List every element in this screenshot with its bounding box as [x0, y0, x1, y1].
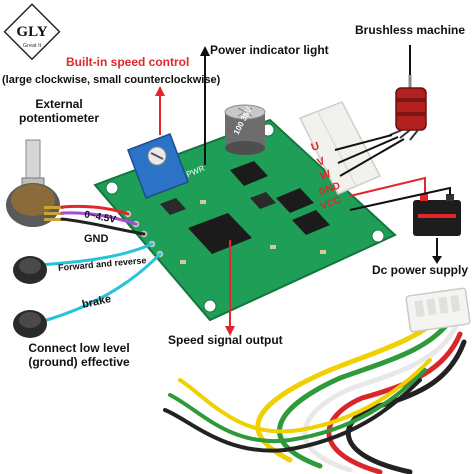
dc-battery	[413, 194, 461, 236]
wire-harness	[163, 307, 467, 474]
forward-reverse-switch	[13, 256, 47, 284]
external-potentiometer-label: External potentiometer	[4, 97, 114, 126]
gnd-wire-label: GND	[84, 233, 109, 245]
external-potentiometer-line1: External	[35, 97, 83, 111]
pin-label-v: V	[316, 155, 328, 169]
pin-label-u: U	[310, 140, 322, 154]
speed-control-note: (large clockwise, small counterclockwise…	[2, 74, 221, 86]
callout-lines	[155, 45, 411, 336]
speed-signal-output-label: Speed signal output	[168, 333, 283, 347]
external-potentiometer	[6, 139, 64, 227]
harness-connector	[405, 287, 471, 333]
brake-switch	[13, 310, 47, 338]
power-wires	[349, 176, 451, 211]
motor-wires	[334, 134, 405, 177]
capacitor	[224, 104, 266, 155]
power-indicator-label: Power indicator light	[210, 43, 329, 57]
brushless-machine-label: Brushless machine	[355, 23, 466, 37]
brand-logo: GLY Great It	[3, 3, 61, 61]
connect-low-level-label: Connect low level (ground) effective	[4, 341, 154, 370]
onboard-potentiometer	[127, 133, 189, 199]
pin-label-w: W	[319, 168, 333, 183]
connect-low-line1: Connect low level	[28, 341, 130, 355]
control-wires	[38, 204, 162, 324]
brushless-motor	[389, 75, 427, 141]
logo-tagline: Great It	[23, 43, 42, 49]
external-potentiometer-line2: potentiometer	[18, 110, 99, 125]
connect-low-line2: (ground) effective	[28, 354, 130, 369]
logo-letters: GLY	[16, 24, 47, 40]
speed-control-title: Built-in speed control	[66, 55, 190, 69]
dc-power-supply-label: Dc power supply	[372, 263, 469, 277]
